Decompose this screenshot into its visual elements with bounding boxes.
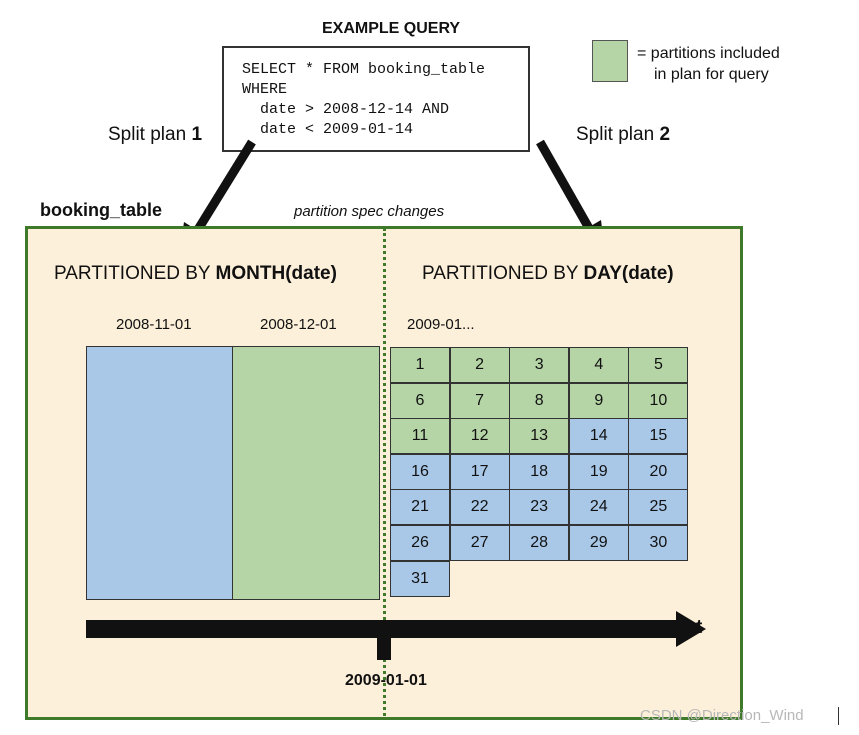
month-partition-label: 2008-12-01 <box>260 316 337 333</box>
timeline-axis <box>86 620 676 638</box>
month-title-bold: MONTH(date) <box>215 263 337 284</box>
legend-text: = partitions included in plan for query <box>637 43 780 85</box>
day-partition-cell: 25 <box>628 489 689 526</box>
day-partition-cell: 13 <box>509 418 570 455</box>
query-box: SELECT * FROM booking_table WHERE date >… <box>222 46 530 152</box>
day-partition-cell: 30 <box>628 525 689 561</box>
split-plan-2-label: Split plan 2 <box>576 124 670 146</box>
legend-swatch <box>592 40 628 82</box>
split-plan-2-number: 2 <box>659 124 671 145</box>
split-plan-1-prefix: Split plan <box>108 124 192 145</box>
day-partition-cell: 14 <box>568 418 629 455</box>
timeline-marker-label: 2009-01-01 <box>345 672 427 689</box>
day-partition-cell: 19 <box>568 453 629 490</box>
day-partition-cell: 3 <box>509 347 570 383</box>
day-partition-cell: 15 <box>628 418 689 455</box>
watermark: CSDN @Direction_Wind <box>640 707 804 724</box>
day-partition-cell: 10 <box>628 382 689 419</box>
table-name: booking_table <box>40 200 163 220</box>
day-partition-cell: 22 <box>449 489 510 526</box>
day-section-title: PARTITIONED BY DAY(date) <box>422 263 674 285</box>
month-partition-2008-11 <box>86 346 233 600</box>
month-title-prefix: PARTITIONED BY <box>54 263 216 284</box>
query-line: WHERE <box>242 81 288 98</box>
day-partition-cell: 16 <box>390 453 450 490</box>
partition-spec-divider <box>383 228 386 716</box>
query-heading: EXAMPLE QUERY <box>322 20 461 37</box>
timeline-spec-change-tick <box>377 630 391 660</box>
day-partition-cell: 12 <box>449 418 510 455</box>
query-line: date < 2009-01-14 <box>242 121 414 138</box>
split-plan-1-number: 1 <box>191 124 203 145</box>
day-partition-cell: 8 <box>509 382 570 419</box>
day-partition-cell: 27 <box>449 525 510 561</box>
timeline-arrowhead <box>676 611 706 647</box>
day-partition-cell: 4 <box>568 347 629 383</box>
split-plan-2-prefix: Split plan <box>576 124 660 145</box>
day-partition-cell: 2 <box>449 347 510 383</box>
month-section-title: PARTITIONED BY MONTH(date) <box>54 263 337 285</box>
day-partition-cell: 17 <box>449 453 510 490</box>
day-title-bold: DAY(date) <box>583 263 674 284</box>
legend-line-2: in plan for query <box>654 66 769 83</box>
day-title-prefix: PARTITIONED BY <box>422 263 584 284</box>
day-partition-cell: 20 <box>628 453 689 490</box>
spec-change-label: partition spec changes <box>294 203 445 220</box>
day-partition-cell: 28 <box>509 525 570 561</box>
month-partition-label: 2008-11-01 <box>116 316 192 333</box>
day-partition-cell: 7 <box>449 382 510 419</box>
day-partition-cell: 21 <box>390 489 450 526</box>
legend-line-1: = partitions included <box>637 45 780 62</box>
day-partition-cell: 5 <box>628 347 689 383</box>
text-cursor <box>838 707 839 725</box>
day-partition-cell: 18 <box>509 453 570 490</box>
split-plan-1-label: Split plan 1 <box>108 124 202 146</box>
day-partition-cell: 24 <box>568 489 629 526</box>
query-line: date > 2008-12-14 AND <box>242 101 450 118</box>
day-partition-cell: 23 <box>509 489 570 526</box>
month-partition-2008-12 <box>232 346 380 600</box>
day-partition-cell: 26 <box>390 525 450 561</box>
day-partition-cell: 1 <box>390 347 450 383</box>
day-partition-cell: 31 <box>390 560 450 597</box>
day-start-label: 2009-01... <box>407 316 475 333</box>
day-partition-cell: 11 <box>390 418 450 455</box>
timeline-axis-label: t <box>696 617 703 638</box>
day-partition-cell: 6 <box>390 382 450 419</box>
day-partition-cell: 29 <box>568 525 629 561</box>
day-partition-cell: 9 <box>568 382 629 419</box>
query-line: SELECT * FROM booking_table <box>242 61 486 78</box>
